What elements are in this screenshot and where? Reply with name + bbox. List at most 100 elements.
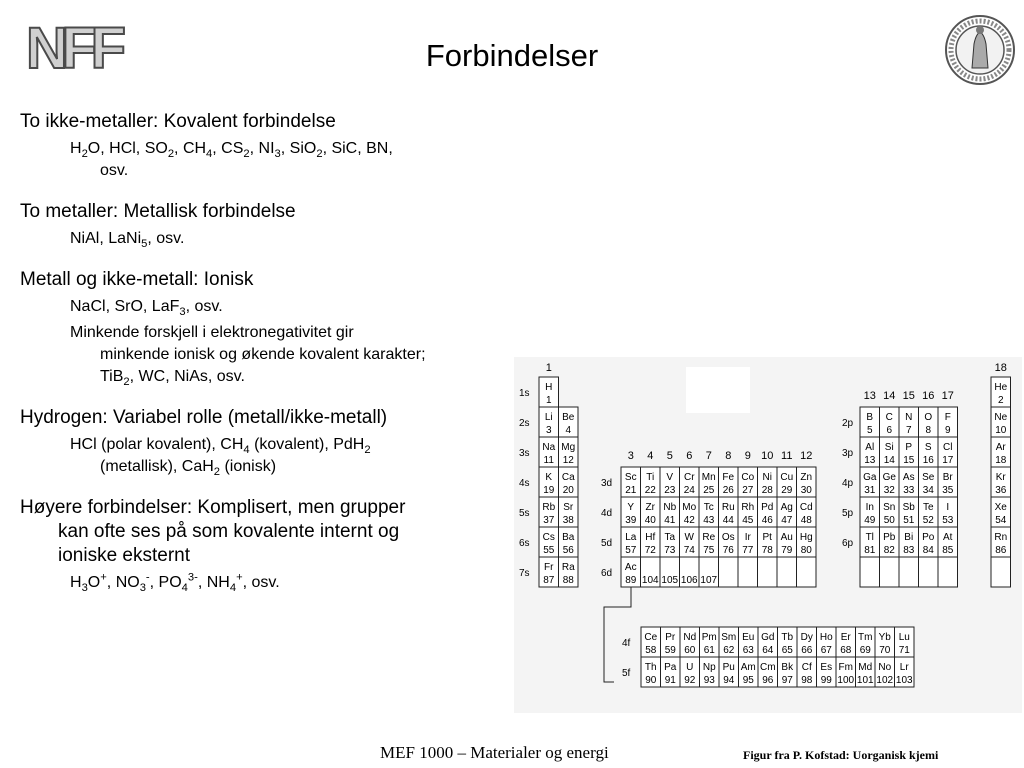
element-number: 30 xyxy=(801,485,813,496)
element-number: 16 xyxy=(923,455,935,466)
element-symbol: Pr xyxy=(665,632,676,643)
group-label: 7 xyxy=(706,450,712,462)
bullet-text: Metall og ikke-metall: Ionisk xyxy=(20,269,254,290)
shell-label: 2s xyxy=(519,418,530,429)
element-number: 98 xyxy=(801,675,813,686)
element-symbol: Fr xyxy=(544,562,554,573)
element-cell xyxy=(937,556,958,588)
element-symbol: Tl xyxy=(866,532,874,543)
shell-label: 2p xyxy=(842,418,854,429)
element-number: 84 xyxy=(923,545,935,556)
element-symbol: Cs xyxy=(543,532,555,543)
element-symbol: K xyxy=(545,472,552,483)
element-symbol: Hf xyxy=(645,532,655,543)
element-number: 28 xyxy=(762,485,774,496)
element-number: 74 xyxy=(684,545,696,556)
element-number: 65 xyxy=(782,645,794,656)
element-number: 76 xyxy=(723,545,735,556)
group-label: 15 xyxy=(903,390,915,402)
element-number: 56 xyxy=(563,545,575,556)
element-symbol: Cf xyxy=(802,662,812,673)
shell-label: 4d xyxy=(601,508,612,519)
bullet-2: To metaller: Metallisk forbindelse xyxy=(20,200,520,224)
bullet-text-continued: kan ofte ses på som kovalente internt og xyxy=(58,521,400,542)
page-title: Forbindelser xyxy=(425,38,599,73)
element-number: 97 xyxy=(782,675,794,686)
element-number: 80 xyxy=(801,545,813,556)
element-number: 69 xyxy=(860,645,872,656)
element-symbol: Ho xyxy=(820,632,833,643)
element-symbol: Si xyxy=(885,442,894,453)
element-number: 51 xyxy=(903,515,915,526)
element-symbol: Sb xyxy=(903,502,916,513)
element-symbol: Sn xyxy=(883,502,895,513)
element-number: 102 xyxy=(876,675,893,686)
shell-label: 4f xyxy=(622,638,631,649)
element-symbol: Li xyxy=(545,412,553,423)
element-symbol: Dy xyxy=(801,632,813,643)
element-symbol: Nb xyxy=(663,502,676,513)
element-number: 68 xyxy=(840,645,852,656)
element-symbol: Ru xyxy=(722,502,735,513)
element-cell xyxy=(737,556,758,588)
element-symbol: Ac xyxy=(625,562,637,573)
element-number: 61 xyxy=(704,645,716,656)
element-number: 13 xyxy=(864,455,876,466)
element-symbol: Ta xyxy=(664,532,675,543)
element-cell xyxy=(990,556,1011,588)
element-cell xyxy=(757,556,778,588)
element-symbol: Ra xyxy=(562,562,575,573)
element-symbol: Zr xyxy=(646,502,656,513)
element-number: 73 xyxy=(664,545,676,556)
shell-label: 6p xyxy=(842,538,854,549)
sub-bullet-3-2: Minkende forskjell i elektronegativitet … xyxy=(70,324,426,389)
element-number: 26 xyxy=(723,485,735,496)
element-symbol: Th xyxy=(645,662,657,673)
element-number: 78 xyxy=(762,545,774,556)
element-number: 17 xyxy=(942,455,954,466)
element-symbol: I xyxy=(946,502,949,513)
element-number: 66 xyxy=(801,645,813,656)
element-number: 87 xyxy=(543,575,555,586)
bullet-text: Hydrogen: Variabel rolle (metall/ikke-me… xyxy=(20,407,388,428)
element-symbol: Te xyxy=(923,502,934,513)
shell-label: 5s xyxy=(519,508,530,519)
element-symbol: W xyxy=(685,532,695,543)
element-symbol: As xyxy=(903,472,915,483)
element-symbol: Ge xyxy=(883,472,897,483)
element-symbol: O xyxy=(924,412,932,423)
sub-bullet-4-1: HCl (polar kovalent), CH4 (kovalent), Pd… xyxy=(70,436,371,479)
nff-logo-text: N F F xyxy=(26,16,126,76)
element-number: 88 xyxy=(563,575,575,586)
element-number: 101 xyxy=(857,675,874,686)
group-label: 18 xyxy=(995,362,1007,374)
element-symbol: Al xyxy=(865,442,874,453)
group-label: 17 xyxy=(942,390,954,402)
element-number: 63 xyxy=(743,645,755,656)
element-symbol: H xyxy=(545,382,552,393)
element-symbol: Rh xyxy=(741,502,754,513)
element-number: 39 xyxy=(625,515,637,526)
element-number: 99 xyxy=(821,675,833,686)
element-symbol: Po xyxy=(922,532,935,543)
sub-bullet-1-1: H2O, HCl, SO2, CH4, CS2, NI3, SiO2, SiC,… xyxy=(70,140,393,179)
element-number: 47 xyxy=(781,515,793,526)
element-number: 82 xyxy=(884,545,896,556)
element-symbol: F xyxy=(945,412,951,423)
element-symbol: Be xyxy=(562,412,575,423)
element-symbol: Zn xyxy=(800,472,812,483)
element-symbol: Hg xyxy=(800,532,813,543)
element-number: 8 xyxy=(925,425,931,436)
element-cell xyxy=(718,556,739,588)
element-symbol: Pd xyxy=(761,502,773,513)
element-number: 59 xyxy=(665,645,677,656)
element-cell xyxy=(558,556,579,588)
element-cell xyxy=(796,556,817,588)
element-symbol: Rn xyxy=(994,532,1007,543)
element-number: 22 xyxy=(645,485,657,496)
element-symbol: B xyxy=(866,412,873,423)
element-number: 75 xyxy=(703,545,715,556)
element-number: 20 xyxy=(563,485,575,496)
element-number: 57 xyxy=(625,545,637,556)
